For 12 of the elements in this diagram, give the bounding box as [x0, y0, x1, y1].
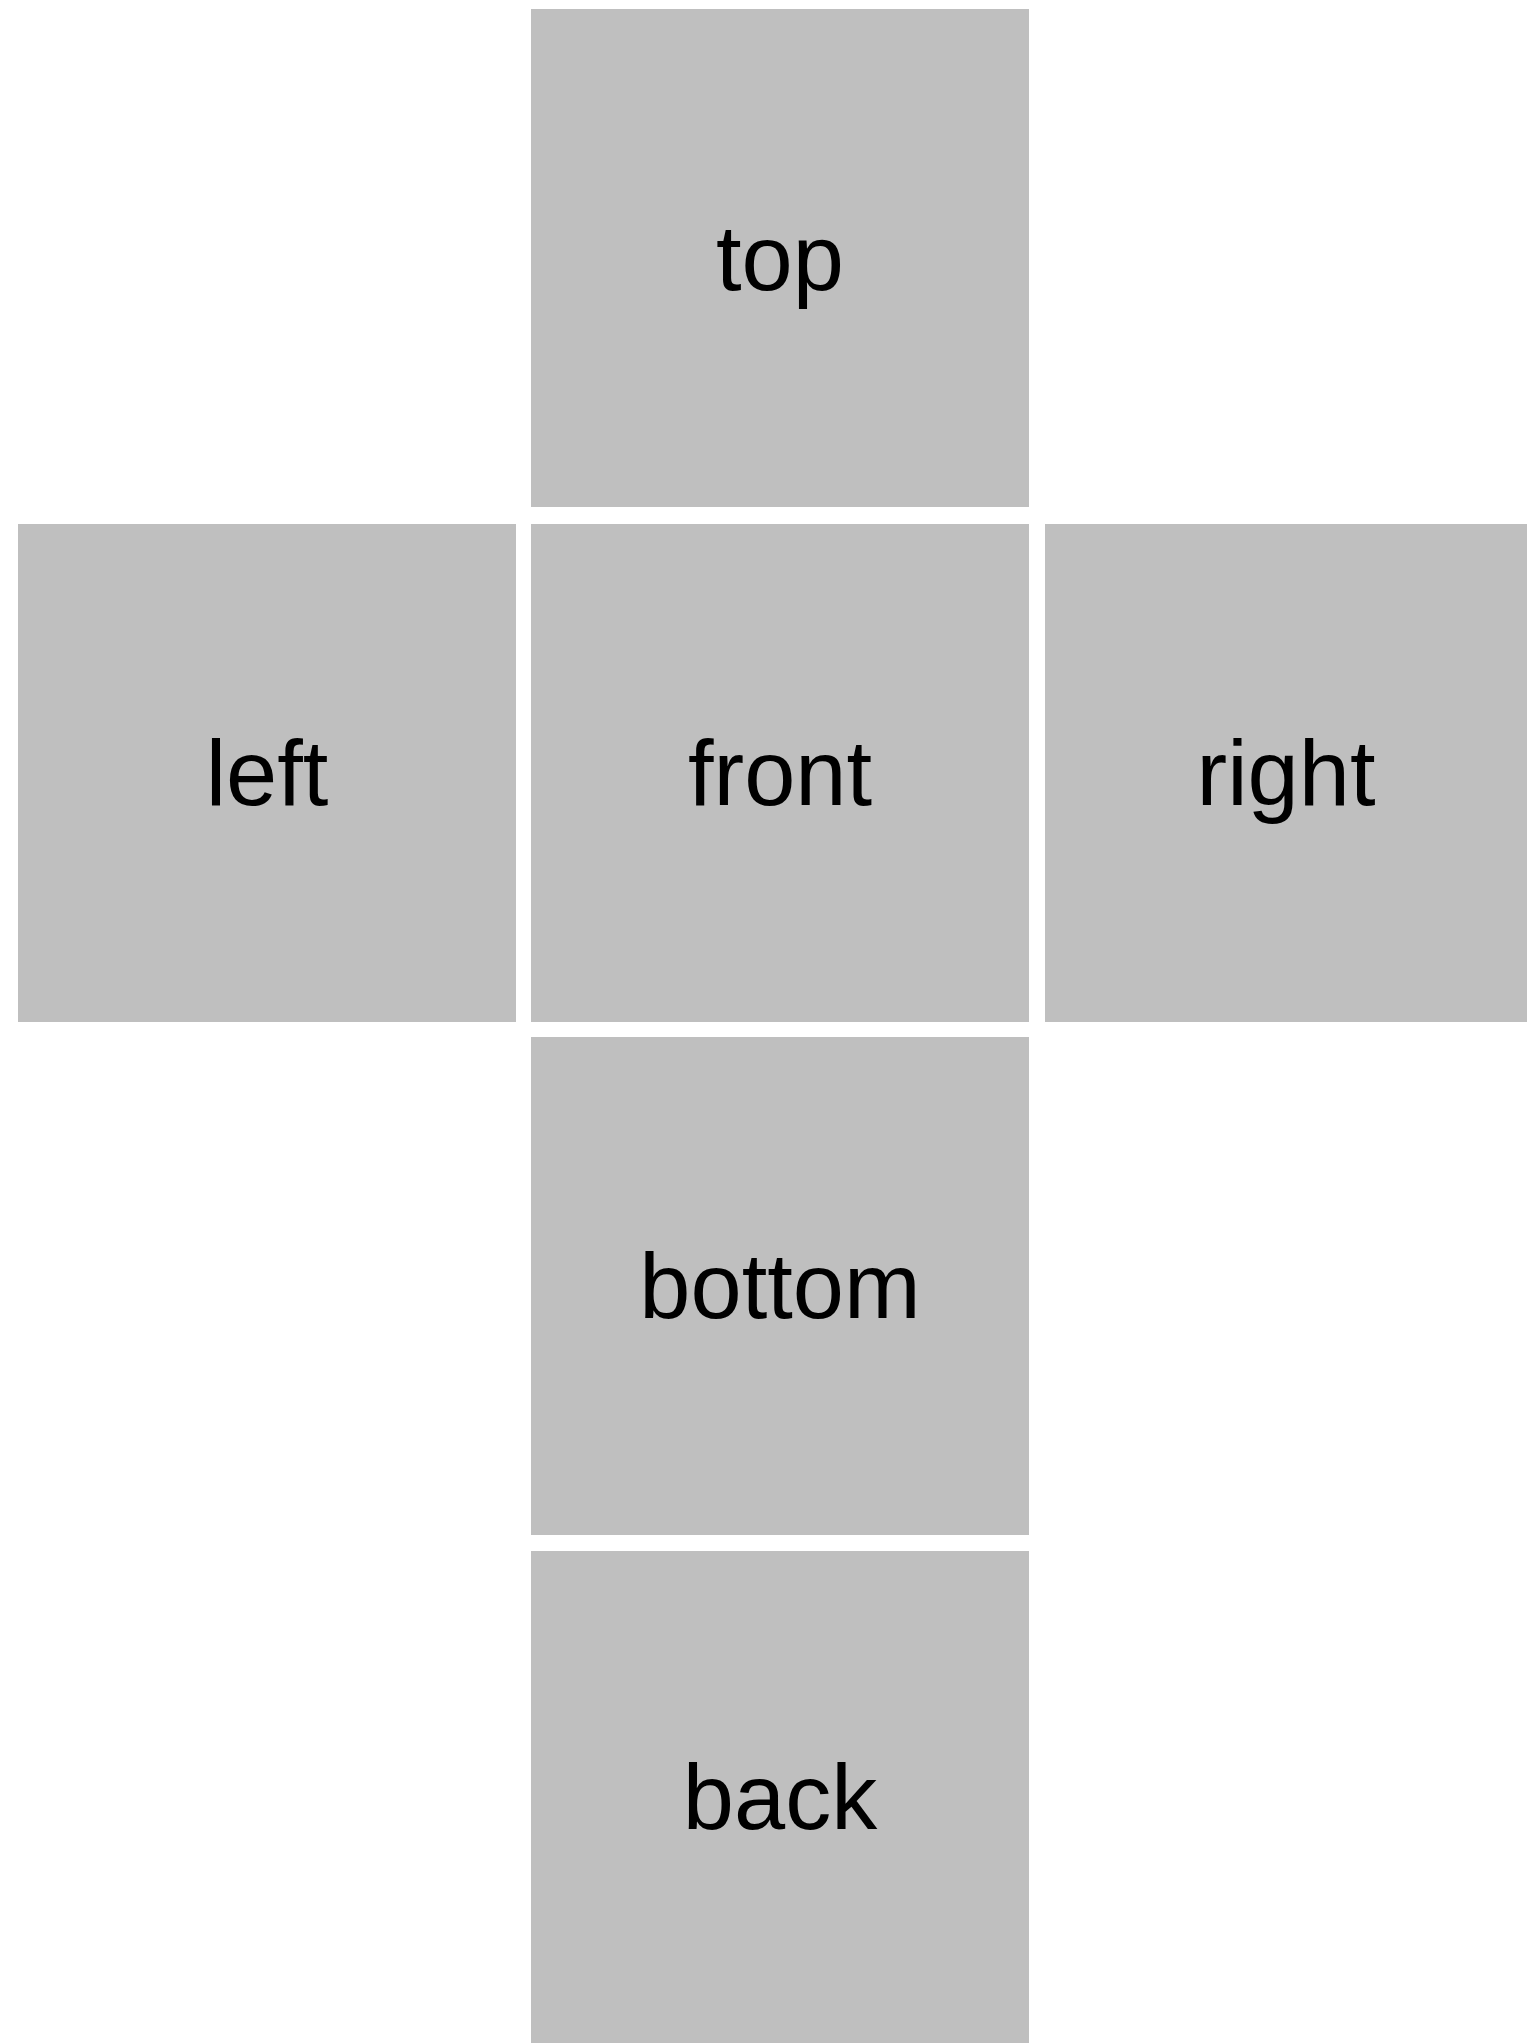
cube-face-panel — [1045, 524, 1527, 1022]
cube-face-panel — [18, 524, 516, 1022]
face-label: bottom — [639, 1233, 921, 1339]
face-label: left — [205, 720, 329, 826]
cube-face-panel — [531, 1551, 1029, 2043]
cube-face-panel — [531, 1037, 1029, 1535]
cube-face-panel — [531, 9, 1029, 507]
face-label: back — [682, 1744, 878, 1850]
face-label: front — [687, 720, 873, 826]
cube-face-panel — [531, 524, 1029, 1022]
face-label: right — [1196, 720, 1376, 826]
face-label: top — [716, 205, 844, 311]
